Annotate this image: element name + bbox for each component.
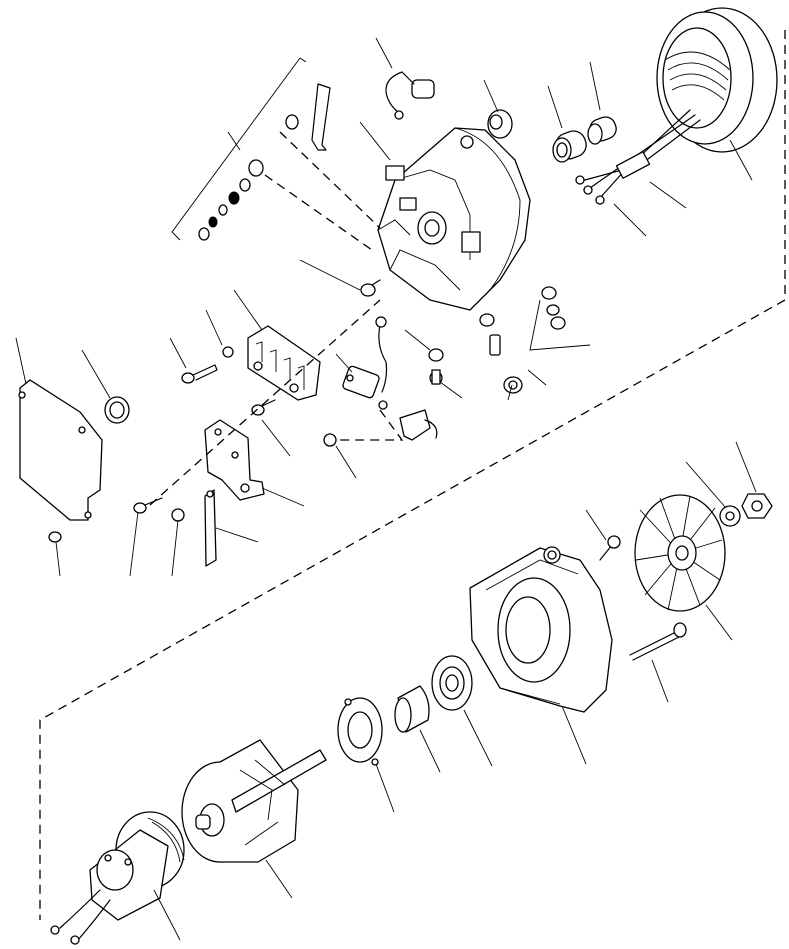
bushing-right [587,116,617,145]
nut-pulley [741,493,773,519]
front-housing-part [469,546,613,713]
stator-leads [575,109,701,205]
terminal-hardware [479,286,591,356]
cover-plate-part [18,379,103,521]
dashed-guide-1 [279,131,381,229]
nut-bracket [171,508,185,522]
rotor-part [181,739,327,863]
brush-lead [342,316,388,410]
screw-brush-mount [251,399,276,416]
screw-fan [599,535,621,561]
spacer-sleeve-part [394,685,430,733]
capacitor-part [385,71,435,120]
fan-part [634,494,726,612]
bearing-needle [552,130,587,163]
assembly-dashed-line [39,30,786,920]
washer-rectifier [222,346,234,358]
screw-cover [48,531,62,543]
nut-clip [323,433,337,447]
regulator-bracket [204,419,265,501]
terminal-strap [204,489,217,567]
washer-pulley [719,505,741,527]
screw-rectifier [181,364,218,384]
rear-housing-part [377,127,531,311]
retainer-plate-part [337,697,383,766]
lockwasher-right [503,376,523,394]
screw-housing [360,279,381,297]
nut-mid [428,348,444,385]
bushing-left [487,109,513,139]
slip-ring-cover-part [89,811,185,921]
through-bolt-front [629,622,687,661]
screw-bracket [133,497,163,514]
terminal-clip [330,409,438,441]
nut-washer-group [171,57,331,241]
bearing-part [431,655,473,711]
dashed-guide-3 [149,299,381,506]
rectifier-part [247,325,321,401]
dashed-guide-2 [264,174,373,251]
stator-part [656,7,778,153]
leader-lines [15,37,757,941]
grommet-part [104,396,130,424]
slip-ring-leads [50,889,111,945]
